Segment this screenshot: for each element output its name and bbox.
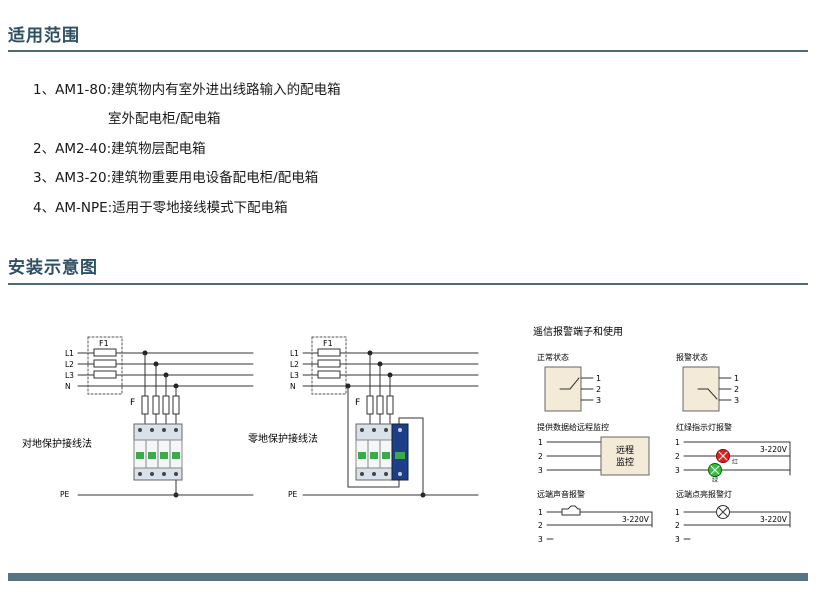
line-label-l1: L1 [65,349,74,358]
left-caption: 对地保护接线法 [22,437,92,450]
fuse [376,395,384,415]
install-title: 安装示意图 [8,258,98,278]
svg-text:2: 2 [538,521,543,530]
svg-text:3: 3 [538,535,543,544]
svg-text:1: 1 [538,438,543,447]
fuse-label: F1 [99,339,109,348]
svg-text:2: 2 [734,385,739,394]
normal-state-label: 正常状态 [537,352,569,362]
installation-diagram: L1 L2 L3 N F1 F [22,325,791,544]
application-item: 1、AM1-80:建筑物内有室外进出线路输入的配电箱 [33,82,341,98]
data-monitor-label: 提供数据给远程监控 [537,422,609,432]
fuse [386,395,394,415]
install-divider [8,283,808,285]
application-item: 3、AM3-20:建筑物重要用电设备配电柜/配电箱 [33,170,319,187]
fuse [317,359,341,368]
fuse-label: F1 [323,339,333,348]
svg-text:2: 2 [675,452,680,461]
remote-title: 遥信报警端子和使用 [533,325,623,338]
line-label-l2: L2 [290,360,299,369]
svg-text:3: 3 [734,396,739,405]
svg-text:绿: 绿 [712,476,718,484]
fuse [366,395,374,415]
application-item: 4、AM-NPE:适用于零地接线模式下配电箱 [33,199,288,216]
voltage-label: 3-220V [760,515,788,524]
svg-text:3: 3 [675,535,680,544]
line-label-n: N [290,382,296,391]
alarm-state-label: 报警状态 [676,352,708,362]
f-label: F [355,398,360,408]
fuse [93,348,117,357]
svg-text:红: 红 [732,458,738,466]
fuse [93,359,117,368]
light-alarm-label: 红绿指示灯报警 [676,422,732,432]
scope-divider [8,50,808,52]
svg-text:1: 1 [734,374,739,383]
svg-text:1: 1 [675,508,680,517]
right-caption: 零地保护接线法 [248,432,318,445]
line-label-l1: L1 [290,349,299,358]
svg-text:2: 2 [675,521,680,530]
svg-text:3: 3 [675,466,680,475]
fuse [93,370,117,379]
line-label-l3: L3 [290,371,299,380]
pe-label: PE [288,490,298,499]
remote-monitor-box [600,436,650,476]
fuse-box-outline [87,336,123,395]
fuse [317,348,341,357]
right-wiring-diagram: L1 L2 L3 N F1 F [248,336,479,499]
application-item: 2、AM2-40:建筑物层配电箱 [33,140,206,157]
fuse [141,395,149,415]
pe-label: PE [60,490,70,499]
scope-title: 适用范围 [8,26,80,46]
spd-module [133,423,183,481]
svg-text:1: 1 [675,438,680,447]
alarm-lamp-icon [716,505,730,519]
svg-text:2: 2 [596,385,601,394]
voltage-label: 3-220V [760,445,788,454]
spd-module [355,423,409,481]
svg-text:远程: 远程 [616,445,634,456]
fuse [152,395,160,415]
f-label: F [130,398,135,408]
left-wiring-diagram: L1 L2 L3 N F1 F [22,336,254,499]
svg-text:监控: 监控 [616,456,634,468]
voltage-label: 3-220V [622,515,650,524]
line-label-l2: L2 [65,360,74,369]
footer-bar [8,573,808,581]
fuse [172,395,180,415]
fuse-box-outline [311,336,347,395]
remote-alarm-panel: 遥信报警端子和使用 正常状态 1 2 3 报警状态 1 2 3 提供数据给远程监… [533,325,791,544]
svg-text:1: 1 [538,508,543,517]
lamp-alarm-label: 远端点亮报警灯 [676,489,732,499]
green-indicator-icon [708,463,722,477]
buzzer-icon [561,505,581,516]
svg-text:3: 3 [596,396,601,405]
line-label-l3: L3 [65,371,74,380]
application-list: 1、AM1-80:建筑物内有室外进出线路输入的配电箱 室外配电柜/配电箱 2、A… [33,78,341,225]
red-indicator-icon [716,449,730,463]
sound-alarm-label: 远端声音报警 [537,489,585,499]
line-label-n: N [65,382,71,391]
application-item: 室外配电柜/配电箱 [108,111,221,128]
svg-text:2: 2 [538,452,543,461]
fuse [317,370,341,379]
fuse [162,395,170,415]
svg-text:3: 3 [538,466,543,475]
svg-text:1: 1 [596,374,601,383]
